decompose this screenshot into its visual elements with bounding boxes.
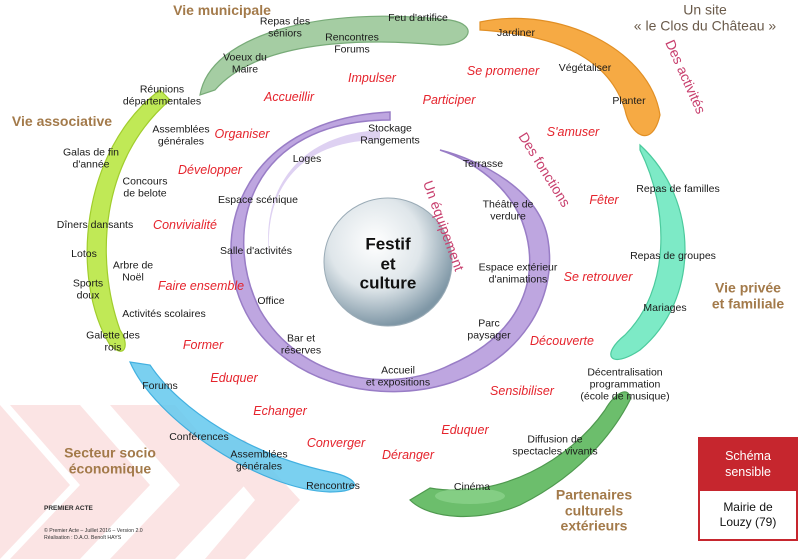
verb-eduquer-2: Eduquer [441, 423, 489, 437]
verb-faire-ensemble: Faire ensemble [157, 279, 245, 293]
item-assemblees-generales-assoc: Assemblées générales [152, 123, 210, 147]
zone-secteur: Secteur socio économique [64, 444, 156, 476]
verb-former: Former [182, 338, 224, 352]
zone-vie-privee: Vie privée et familiale [711, 279, 785, 311]
darkgreen-arm-shape [409, 391, 631, 518]
item-lotos: Lotos [71, 248, 97, 261]
lime-arm-shape [86, 89, 171, 352]
verb-decouverte: Découverte [530, 334, 594, 348]
schema-label-mairie: Mairie de Louzy (79) [719, 500, 777, 529]
item-repas-familles: Repas de familles [636, 183, 720, 196]
item-sports-doux: Sports doux [72, 277, 104, 301]
verb-sensibiliser: Sensibiliser [490, 384, 554, 398]
darkgreen-arm-highlight [435, 488, 505, 504]
central-sphere [323, 197, 453, 327]
zone-partenaires: Partenaires culturels extérieurs [555, 486, 633, 534]
item-vegetaliser: Végétaliser [558, 62, 612, 75]
item-stockage-rangements: Stockage Rangements [360, 122, 420, 146]
item-concours-belote: Concours de belote [122, 175, 168, 199]
item-repas-seniors: Repas des séniors [259, 15, 311, 39]
item-parc-paysager: Parc paysager [467, 317, 511, 341]
verb-impulser: Impulser [348, 71, 396, 85]
zone-site: Un site « le Clos du Château » [633, 1, 777, 33]
item-espace-exterieur: Espace extérieur d'animations [478, 261, 558, 285]
item-activites-scolaires: Activités scolaires [122, 308, 206, 321]
item-espace-scenique: Espace scénique [218, 194, 298, 207]
item-diners-dansants: Dîners dansants [56, 219, 134, 232]
schema-label-title: Schéma sensible [700, 439, 796, 491]
verb-converger: Converger [306, 436, 366, 450]
verb-se-promener: Se promener [466, 64, 540, 78]
item-forums: Forums [142, 380, 178, 393]
verb-feter: Fêter [589, 193, 619, 207]
verb-echanger: Echanger [253, 404, 307, 418]
item-accueil-expositions: Accueil et expositions [365, 364, 431, 388]
green-arm-shape [199, 15, 469, 96]
premier-acte-logo: PREMIER ACTE [44, 505, 93, 512]
item-salle-activites: Salle d'activités [219, 245, 293, 258]
item-rencontres-forums: Rencontres Forums [325, 31, 379, 55]
item-decentralisation: Décentralisation programmation (école de… [580, 366, 670, 402]
credits-text: © Premier Acte – Juillet 2016 – Version … [44, 528, 143, 541]
zone-vie-associative: Vie associative [11, 113, 113, 130]
zone-vie-municipale: Vie municipale [173, 2, 271, 19]
item-rencontres: Rencontres [306, 480, 360, 493]
orange-arm-shape [479, 17, 661, 137]
verb-deranger: Déranger [381, 448, 435, 462]
item-loges: Loges [292, 153, 322, 166]
item-repas-groupes: Repas de groupes [630, 250, 716, 263]
item-jardiner: Jardiner [497, 27, 535, 40]
item-reunions-departementales: Réunions départementales [122, 83, 202, 107]
item-diffusion-spectacles: Diffusion de spectacles vivants [512, 433, 598, 457]
item-office: Office [257, 295, 285, 308]
item-voeux-maire: Voeux du Maire [223, 51, 267, 75]
item-mariages: Mariages [643, 302, 687, 315]
verb-organiser: Organiser [214, 127, 270, 141]
item-galas: Galas de fin d'année [62, 146, 120, 170]
verb-convivialite: Convivialité [153, 218, 217, 232]
item-cinema: Cinéma [453, 481, 491, 494]
verb-se-retrouver: Se retrouver [563, 270, 633, 284]
verb-accueillir: Accueillir [263, 90, 315, 104]
item-terrasse: Terrasse [462, 158, 504, 171]
verb-eduquer-1: Eduquer [210, 371, 258, 385]
item-theatre-verdure: Théâtre de verdure [482, 198, 534, 222]
center-label: Festif et culture [359, 234, 417, 293]
verb-developper: Développer [178, 163, 242, 177]
verb-participer: Participer [422, 93, 476, 107]
item-conferences: Conférences [169, 431, 229, 444]
item-assemblees-generales-secteur: Assemblées générales [230, 448, 288, 472]
blue-arm-shape [129, 361, 355, 493]
teal-arm-shape [610, 143, 686, 360]
item-bar-reserves: Bar et réserves [280, 332, 322, 356]
verb-s-amuser: S'amuser [546, 125, 600, 139]
item-planter: Planter [612, 95, 646, 108]
item-arbre-noel: Arbre de Noël [112, 259, 154, 283]
item-feu-artifice: Feu d'artifice [388, 12, 448, 25]
item-galette-rois: Galette des rois [86, 329, 140, 353]
schema-label-box: Schéma sensible Mairie de Louzy (79) [698, 437, 798, 541]
purple-spiral-band [230, 111, 551, 393]
